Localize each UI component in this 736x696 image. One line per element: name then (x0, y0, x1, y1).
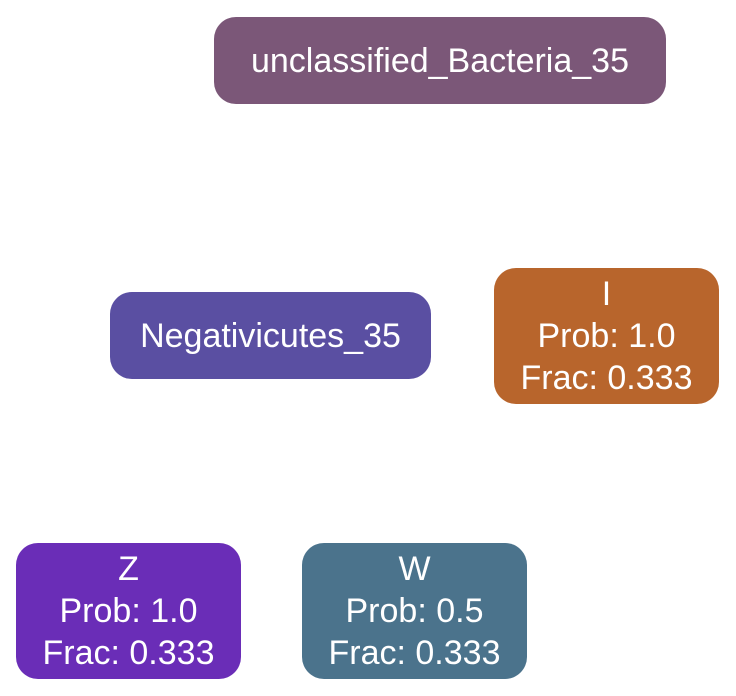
leaf-name: W (398, 550, 431, 588)
leaf-name: Z (118, 550, 139, 588)
leaf-prob: Prob: 1.0 (59, 592, 198, 630)
leaf-prob: Prob: 0.5 (345, 592, 484, 630)
node-unclassified-bacteria: unclassified_Bacteria_35 (214, 17, 666, 104)
leaf-node-z: Z Prob: 1.0 Frac: 0.333 (16, 543, 241, 679)
node-label: unclassified_Bacteria_35 (250, 41, 630, 80)
leaf-node-i: I Prob: 1.0 Frac: 0.333 (494, 268, 719, 404)
leaf-frac: Frac: 0.333 (42, 634, 215, 672)
leaf-name: I (601, 275, 612, 313)
leaf-frac: Frac: 0.333 (520, 359, 693, 397)
leaf-frac: Frac: 0.333 (328, 634, 501, 672)
node-label: Negativicutes_35 (140, 316, 401, 355)
node-negativicutes: Negativicutes_35 (110, 292, 431, 379)
leaf-prob: Prob: 1.0 (537, 317, 676, 355)
leaf-node-w: W Prob: 0.5 Frac: 0.333 (302, 543, 527, 679)
